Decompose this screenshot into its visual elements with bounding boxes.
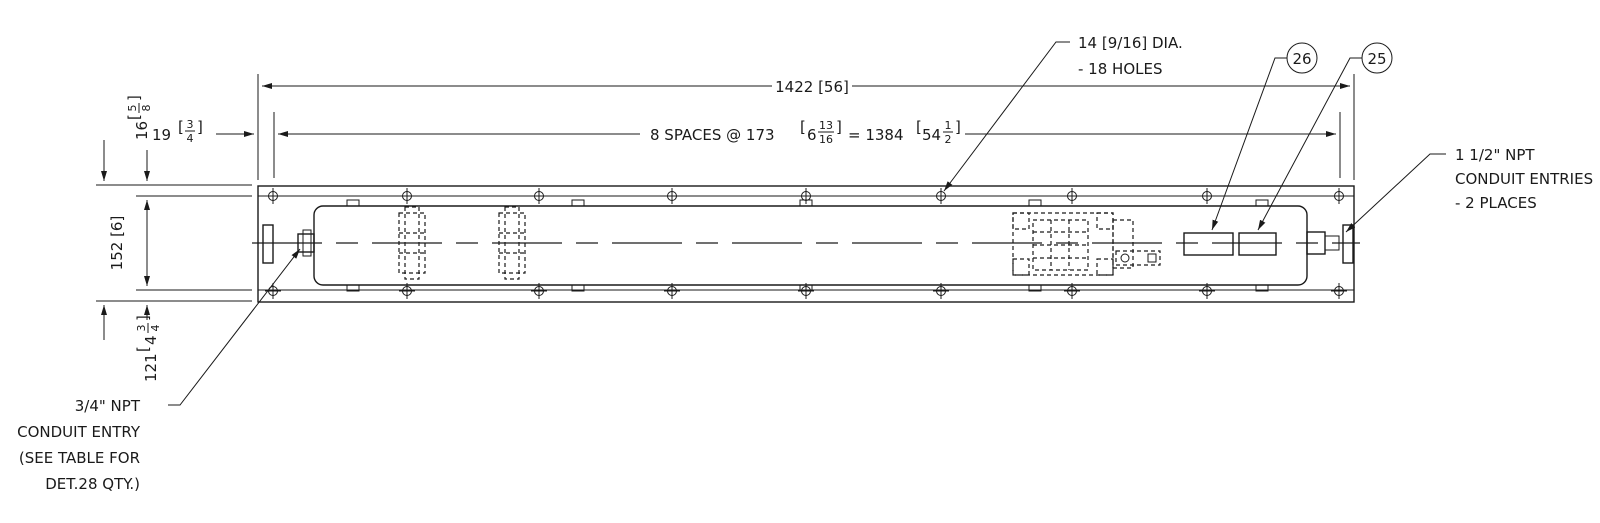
spacing-bracket-open: [ [800,118,806,136]
holes-callout: 14 [9/16] DIA. - 18 HOLES [943,34,1183,192]
end-offset-label: 19 [152,126,171,144]
spacing-bracket-close: ] [836,118,842,136]
npt-right-line1: 1 1/2" NPT [1455,146,1535,164]
spacing-frac-num: 13 [819,119,833,132]
height-label: 152 [6] [108,216,126,271]
item-25-component [1238,232,1277,256]
holes-note-line1: 14 [9/16] DIA. [1078,34,1183,52]
item-26-component [1183,232,1234,256]
height-dimension: 152 [6] [96,140,252,340]
end-offset-bracket-open: [ [178,118,184,136]
overall-width-label: 1422 [56] [775,78,849,96]
holes-note-line2: - 18 HOLES [1078,60,1162,78]
npt-left-line1: 3/4" NPT [75,397,141,415]
spacing-total-whole: 54 [922,126,941,144]
end-offset-num: 3 [187,118,194,131]
npt-left-line2: CONDUIT ENTRY [17,423,141,441]
top-offset-dimension: 16 [ 5 8 ] [125,95,153,140]
right-npt-callout: 1 1/2" NPT CONDUIT ENTRIES - 2 PLACES [1345,146,1593,233]
total-bracket-open: [ [916,118,922,136]
end-offset-den: 4 [187,132,194,145]
top-offset-num: 5 [126,105,139,112]
total-bracket-close: ] [955,118,961,136]
bottom-dimension: 121 [ 4 3 4 ] [134,315,162,382]
top-offset-bracket-open: [ [125,114,143,120]
npt-right-line3: - 2 PLACES [1455,194,1537,212]
overall-width-dimension: 1422 [56] [257,74,1355,180]
npt-left-line3: (SEE TABLE FOR [19,449,140,467]
bottom-whole: 4 [142,335,160,345]
top-offset-den: 8 [140,105,153,112]
spacing-total-num: 1 [945,119,952,132]
spacing-total-den: 2 [945,133,952,146]
bottom-den: 4 [149,325,162,332]
left-npt-callout: 3/4" NPT CONDUIT ENTRY (SEE TABLE FOR DE… [17,248,301,493]
end-offset-bracket-close: ] [197,118,203,136]
terminal-block-2 [498,206,526,280]
balloon-26: 26 [1211,42,1318,231]
spacing-frac-whole: 6 [807,126,817,144]
bottom-bracket-open: [ [134,346,152,352]
spacing-mid: = 1384 [848,126,904,144]
top-offset-bracket-close: ] [125,95,143,101]
bottom-label: 121 [142,353,160,382]
relay-assembly [1012,212,1161,276]
spacing-prefix: 8 SPACES @ 173 [650,126,775,144]
balloon-25-label: 25 [1367,50,1386,68]
npt-left-line4: DET.28 QTY.) [45,475,140,493]
end-offset-dimension: 19 [ 3 4 ] [152,118,254,145]
hole-spacing-dimension: 8 SPACES @ 173 [ 6 13 16 ] = 1384 [ 54 1… [273,112,1341,178]
top-offset-label: 16 [133,121,151,140]
enclosure-body [252,199,1360,292]
left-conduit-entry [262,224,315,264]
balloon-25: 25 [1257,42,1393,231]
spacing-frac-den: 16 [819,133,833,146]
npt-right-line2: CONDUIT ENTRIES [1455,170,1593,188]
bottom-bracket-close: ] [134,315,152,321]
terminal-block-1 [398,206,426,280]
balloon-26-label: 26 [1292,50,1311,68]
bottom-num: 3 [135,325,148,332]
right-conduit-entry [1306,224,1354,264]
